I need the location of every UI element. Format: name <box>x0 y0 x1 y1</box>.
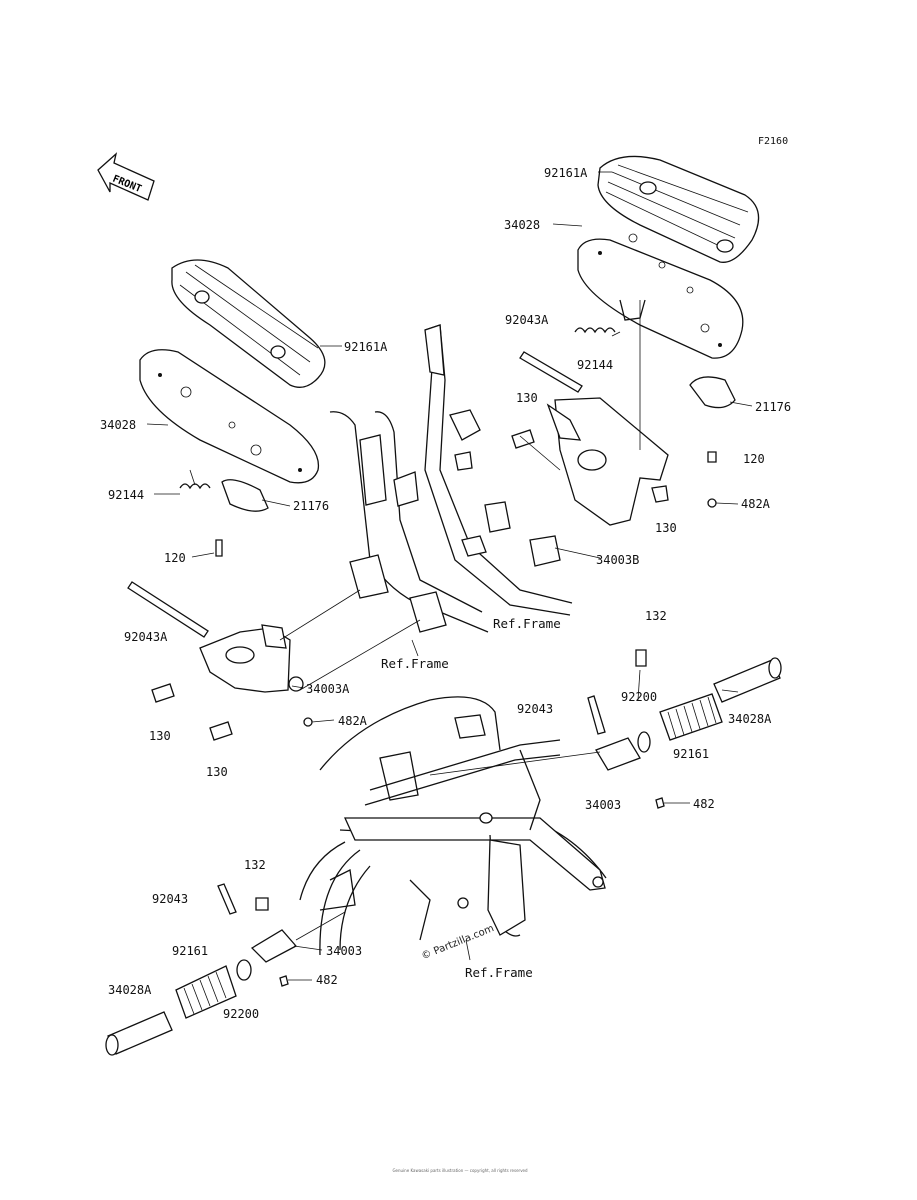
front-arrow-icon: FRONT <box>97 152 155 201</box>
pin-92043-mid-right <box>587 695 606 735</box>
callout-92200-bottom-left: 92200 <box>223 1007 260 1021</box>
bracket-34003-bottom-left <box>250 929 298 963</box>
clip-482-bottom-left <box>279 975 289 987</box>
leader-lines <box>146 171 753 981</box>
callout-92043-mid-right: 92043 <box>517 702 554 716</box>
callout-130-top-right-b: 130 <box>655 521 677 535</box>
hinge-pin-top-right <box>519 351 583 393</box>
bracket-34003-mid-right <box>595 737 641 771</box>
footpeg-cap-bottom-left <box>105 1011 173 1056</box>
middle-frame <box>329 411 489 633</box>
callout-92144-top-left: 92144 <box>108 488 145 502</box>
bolt-130-mid-left-a <box>151 683 175 703</box>
stopper-top-left <box>221 479 269 512</box>
footpeg-rubber-bottom-left <box>175 965 237 1019</box>
callout-482A-top-right: 482A <box>741 497 770 511</box>
callout-92043A-top-right: 92043A <box>505 313 549 327</box>
callout-92043A-mid-left: 92043A <box>124 630 168 644</box>
footboard-cover-top-right <box>597 155 760 263</box>
callout-482-mid-right: 482 <box>693 797 715 811</box>
callout-130-top-right-a: 130 <box>516 391 538 405</box>
screw-120-top-right <box>707 451 717 463</box>
bolt-132-mid-right <box>635 649 647 667</box>
callout-ref-frame-top-right: Ref.Frame <box>493 616 561 631</box>
callout-34003B-top-right: 34003B <box>596 553 640 567</box>
main-frame <box>299 696 607 956</box>
callout-132-mid-right: 132 <box>645 609 667 623</box>
washer-92200-bottom-left <box>236 959 252 981</box>
bolt-132-bottom-left <box>255 897 269 911</box>
callout-120-top-right: 120 <box>743 452 765 466</box>
bracket-top-right <box>546 397 669 526</box>
screw-120-top-left <box>215 539 223 557</box>
callout-ref-frame-mid: Ref.Frame <box>381 656 449 671</box>
washer-92200-mid-right <box>637 731 651 753</box>
callout-34003-mid-right: 34003 <box>585 798 622 812</box>
bolt-130-top-right-b <box>651 485 669 503</box>
callout-130-mid-left-b: 130 <box>206 765 228 779</box>
callout-132-bottom-left: 132 <box>244 858 266 872</box>
callout-482A-mid-left: 482A <box>338 714 367 728</box>
bolt-130-mid-left-b <box>209 721 233 741</box>
footpeg-rubber-mid-right <box>659 693 723 741</box>
callout-92144-top-right: 92144 <box>577 358 614 372</box>
callout-ref-frame-bottom: Ref.Frame <box>465 965 533 980</box>
callout-34028-top-left: 34028 <box>100 418 137 432</box>
bracket-mid-left <box>199 624 304 693</box>
callout-92200-mid-right: 92200 <box>621 690 658 704</box>
clip-482-mid-right <box>655 797 665 809</box>
callout-92161-bottom-left: 92161 <box>172 944 209 958</box>
callout-34028A-bottom-left: 34028A <box>108 983 152 997</box>
clip-482A-mid-left <box>303 717 313 727</box>
footpeg-cap-mid-right <box>713 657 782 703</box>
footer-copyright: Genuine Kawasaki parts illustration — co… <box>392 1168 528 1173</box>
spring-top-right <box>574 327 616 334</box>
callout-92161A-top-right: 92161A <box>544 166 588 180</box>
callout-34028-top-right: 34028 <box>504 218 541 232</box>
diagram-code: F2160 <box>758 136 789 147</box>
pin-92043-bottom-left <box>217 883 237 915</box>
callout-34003A-mid-left: 34003A <box>306 682 350 696</box>
hinge-pin-mid-left <box>127 581 209 638</box>
footboard-pad-top-right <box>577 233 744 359</box>
callout-34028A-mid-right: 34028A <box>728 712 772 726</box>
footboard-pad-top-left <box>139 349 320 484</box>
callout-120-top-left: 120 <box>164 551 186 565</box>
clip-482A-top-right <box>707 498 717 508</box>
callout-34003-bottom-left: 34003 <box>326 944 363 958</box>
stopper-top-right <box>689 376 736 409</box>
rear-frame-tube <box>424 324 573 616</box>
callout-21176-top-right: 21176 <box>755 400 792 414</box>
callout-92161A-top-left: 92161A <box>344 340 388 354</box>
callout-130-mid-left-a: 130 <box>149 729 171 743</box>
callout-92161-mid-right: 92161 <box>673 747 710 761</box>
callout-21176-top-left: 21176 <box>293 499 330 513</box>
callout-482-bottom-left: 482 <box>316 973 338 987</box>
footboard-cover-top-left <box>171 259 326 388</box>
callout-92043-bottom-left: 92043 <box>152 892 189 906</box>
